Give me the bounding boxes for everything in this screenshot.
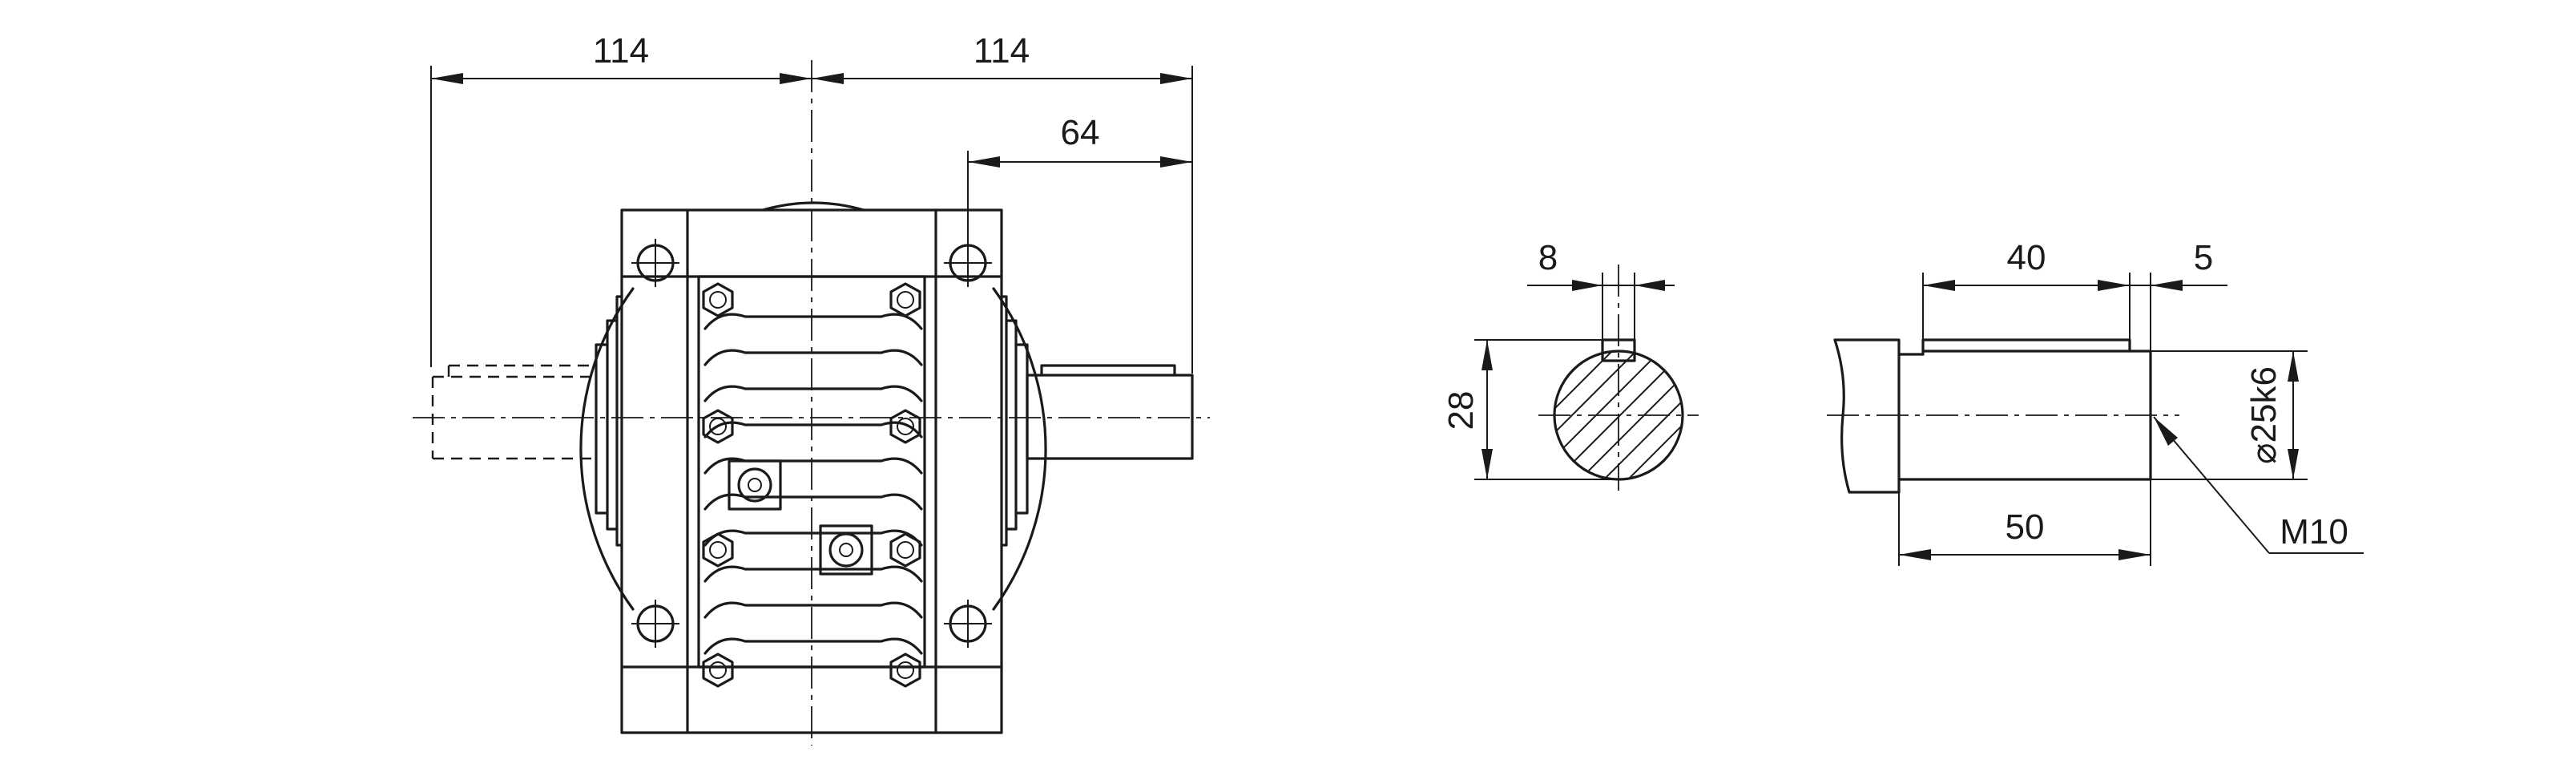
dim-right-114: 114 bbox=[974, 31, 1030, 71]
dim-offset-5: 5 bbox=[2194, 238, 2213, 277]
hex-bolts bbox=[702, 282, 921, 688]
dim-diameter-25k6: ⌀25k6 bbox=[2244, 366, 2284, 464]
dim-key-length-40: 40 bbox=[2007, 238, 2046, 277]
shaft-detail-view: 40 5 50 ⌀25k6 M10 bbox=[1827, 238, 2364, 566]
output-shaft bbox=[1026, 364, 1194, 460]
dim-key-8: 8 bbox=[1538, 238, 1558, 277]
thread-label-m10: M10 bbox=[2280, 512, 2348, 552]
cooling-ribs bbox=[703, 313, 923, 655]
gearbox-front-view: 114 114 64 bbox=[413, 31, 1210, 746]
right-round-flange bbox=[992, 287, 1047, 611]
dim-height-28: 28 bbox=[1441, 391, 1481, 430]
left-hidden-shaft bbox=[431, 364, 596, 460]
dim-shaft-64: 64 bbox=[1061, 113, 1100, 152]
shaft-key-section: 8 28 bbox=[1441, 238, 1699, 491]
oil-plugs bbox=[728, 459, 873, 576]
dim-left-114: 114 bbox=[593, 31, 649, 71]
mounting-holes bbox=[631, 239, 992, 648]
top-flange-boss bbox=[761, 201, 865, 212]
dim-length-50: 50 bbox=[2006, 507, 2045, 547]
